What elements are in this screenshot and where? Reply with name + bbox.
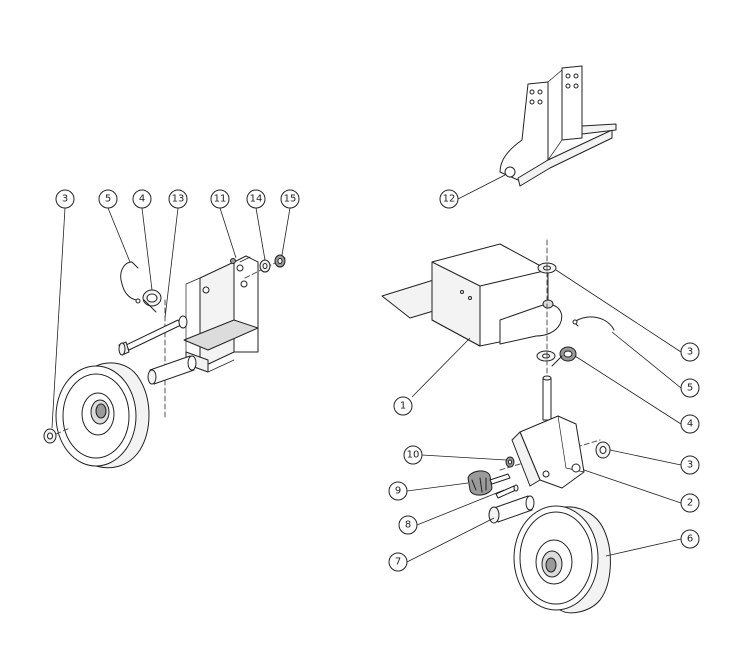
right-axle: [488, 495, 535, 524]
left-bolt: [118, 319, 182, 356]
right-main-frame: [381, 243, 563, 347]
left-small-washer: [178, 315, 188, 329]
callout-right-6: 6: [680, 529, 700, 549]
callout-number: 13: [172, 194, 185, 205]
callout-number: 4: [687, 419, 693, 430]
callout-left-13: 13: [168, 189, 188, 209]
callout-number: 15: [284, 194, 297, 205]
callout-number: 7: [395, 557, 401, 568]
callout-number: 5: [105, 194, 111, 205]
callout-circle: [388, 552, 408, 572]
callout-left-3: 3: [55, 189, 75, 209]
callout-circle: [680, 342, 700, 362]
callout-right-3b: 3: [680, 455, 700, 475]
callout-number: 2: [687, 498, 693, 509]
callout-right-9: 9: [388, 481, 408, 501]
callout-circle: [393, 396, 413, 416]
callout-circle: [55, 189, 75, 209]
callout-right-5: 5: [680, 378, 700, 398]
callout-circle: [132, 189, 152, 209]
callout-number: 9: [395, 486, 401, 497]
callout-left-11: 11: [210, 189, 230, 209]
right-knob: [467, 470, 511, 496]
callout-left-4: 4: [132, 189, 152, 209]
callout-circle: [680, 455, 700, 475]
left-lynch-pin: [142, 289, 162, 313]
callout-number: 8: [405, 520, 411, 531]
callout-right-4: 4: [680, 414, 700, 434]
right-side-washer: [595, 441, 611, 459]
callout-number: 3: [62, 194, 68, 205]
callout-circle: [680, 378, 700, 398]
right-caster-fork: [511, 375, 585, 489]
callout-right-3a: 3: [680, 342, 700, 362]
callout-number: 3: [687, 347, 693, 358]
callout-circle: [210, 189, 230, 209]
callout-number: 3: [687, 460, 693, 471]
left-caster-bracket: [183, 255, 259, 373]
callout-right-10: 10: [403, 445, 423, 465]
callout-circle: [246, 189, 266, 209]
callout-right-12: 12: [439, 189, 459, 209]
callout-circle: [168, 189, 188, 209]
right-wheel: [513, 505, 611, 614]
callout-number: 4: [139, 194, 145, 205]
callout-number: 5: [687, 383, 693, 394]
callout-number: 6: [687, 534, 693, 545]
callout-number: 12: [443, 194, 456, 205]
callout-left-14: 14: [246, 189, 266, 209]
callout-right-2: 2: [680, 493, 700, 513]
callout-left-15: 15: [280, 189, 300, 209]
right-lynch-pin: [551, 346, 577, 367]
callout-number: 14: [250, 194, 263, 205]
callout-circle: [398, 515, 418, 535]
left-axle-tube: [147, 355, 197, 385]
callout-circle: [680, 414, 700, 434]
callout-left-5: 5: [98, 189, 118, 209]
callout-circle: [680, 529, 700, 549]
callout-number: 11: [214, 194, 227, 205]
callout-circle: [98, 189, 118, 209]
right-assembly: [381, 65, 682, 614]
right-pin-clip: [573, 316, 615, 331]
left-wheel: [55, 362, 150, 469]
callout-circle: [680, 493, 700, 513]
callout-circle: [388, 481, 408, 501]
callout-circle: [280, 189, 300, 209]
callout-right-1: 1: [393, 396, 413, 416]
left-nut-14: [259, 259, 271, 273]
left-pin-clip: [120, 261, 139, 301]
callout-right-8: 8: [398, 515, 418, 535]
left-nut-15: [274, 254, 286, 268]
right-mid-washer: [536, 350, 556, 362]
callout-right-7: 7: [388, 552, 408, 572]
callout-circle: [403, 445, 423, 465]
callout-circle: [439, 189, 459, 209]
right-bolt-8: [495, 484, 519, 499]
left-assembly: [43, 207, 291, 469]
callout-number: 1: [400, 401, 406, 412]
right-nut-10: [505, 456, 515, 468]
right-mount-bracket: [499, 65, 617, 187]
left-washer: [43, 428, 57, 444]
callout-number: 10: [407, 450, 420, 461]
